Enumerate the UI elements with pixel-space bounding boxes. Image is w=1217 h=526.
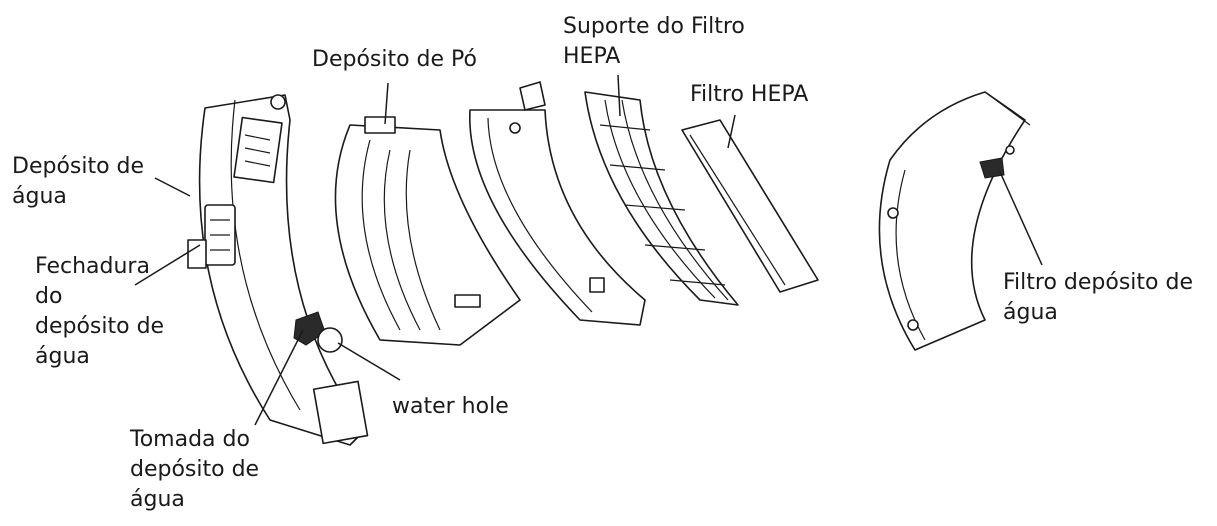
label-fechadura: Fechadura do depósito de água: [35, 252, 164, 372]
leader-deposito-agua: [155, 178, 190, 196]
leader-water-hole: [338, 343, 400, 380]
label-tomada: Tomada do depósito de água: [130, 425, 259, 515]
label-filtro-hepa: Filtro HEPA: [690, 80, 808, 110]
water-tank-part: [188, 95, 368, 445]
label-deposito-agua: Depósito de água: [12, 152, 144, 212]
label-deposito-po: Depósito de Pó: [312, 45, 477, 75]
label-water-hole: water hole: [392, 392, 509, 422]
label-filtro-deposito: Filtro depósito de água: [1003, 268, 1193, 328]
label-suporte-filtro: Suporte do Filtro HEPA: [563, 12, 745, 72]
leader-filtro-deposito: [1000, 172, 1042, 265]
